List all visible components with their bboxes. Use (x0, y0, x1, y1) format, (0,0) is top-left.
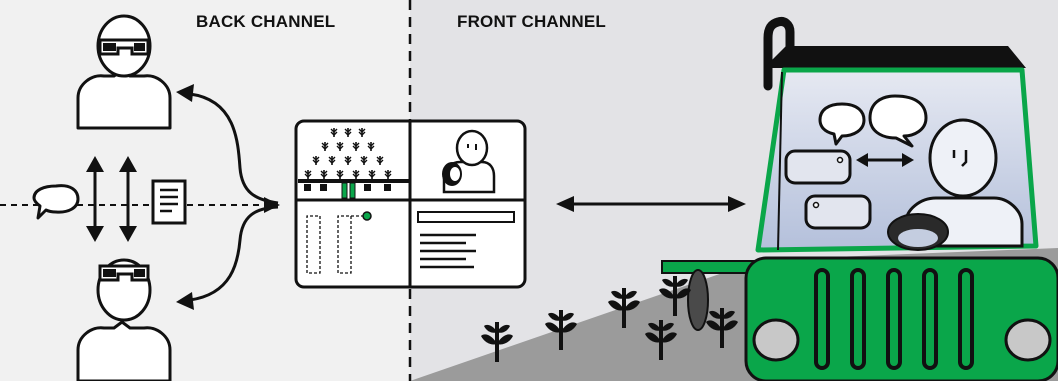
cab-speech-bubble-small (818, 102, 866, 146)
curved-arrow-bottom-head (176, 292, 194, 310)
document-icon (151, 179, 187, 225)
vertical-arrow-right (119, 156, 137, 242)
field-map-pane (298, 127, 410, 199)
driver-icon (887, 118, 1024, 251)
cab-speech-bubble-large (868, 94, 928, 148)
back-channel-label: BACK CHANNEL (196, 12, 336, 31)
curved-arrow-top-head (176, 84, 194, 102)
operator-bottom-icon (76, 258, 172, 381)
driver-video-pane (442, 129, 496, 194)
interface-panel (294, 119, 527, 289)
path-plan-pane (306, 211, 372, 274)
curved-arrow-bottom (189, 205, 279, 302)
chat-bubble-icon (32, 184, 80, 220)
front-channel-label: FRONT CHANNEL (457, 12, 606, 31)
operator-top-icon (76, 14, 172, 130)
cab-info-tag-top (784, 149, 852, 185)
cab-double-arrow (856, 153, 914, 167)
vertical-arrow-left (86, 156, 104, 242)
text-pane (417, 211, 515, 269)
front-channel-arrow (556, 196, 746, 212)
curved-arrow-top (189, 92, 279, 205)
cab-info-tag-bottom (804, 194, 872, 230)
